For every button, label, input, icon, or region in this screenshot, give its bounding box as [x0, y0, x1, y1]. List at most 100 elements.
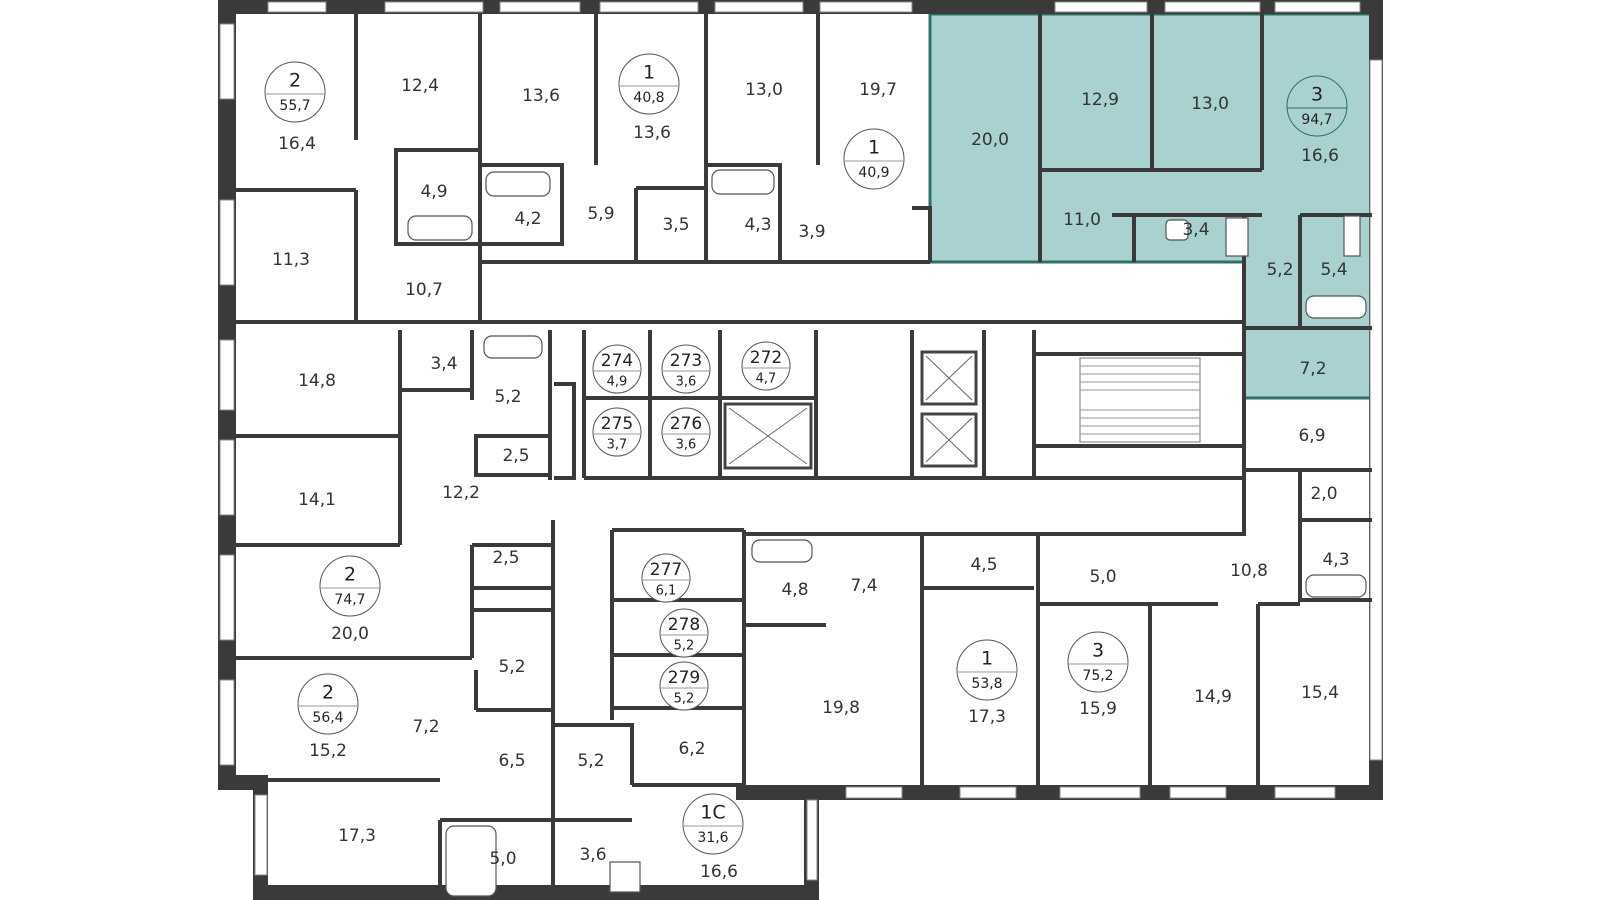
room-area-label: 16,4	[278, 134, 316, 154]
room-area-label: 13,0	[745, 80, 783, 100]
apartment-badge[interactable]: 2 56,4	[297, 673, 359, 735]
room-area-label: 6,9	[1298, 426, 1325, 446]
svg-text:40,9: 40,9	[858, 165, 889, 181]
room-area-label: 4,2	[514, 209, 541, 229]
svg-text:3: 3	[1092, 640, 1104, 662]
svg-text:275: 275	[601, 414, 633, 434]
room-area-label: 11,0	[1063, 210, 1101, 230]
room-area-label: 6,5	[498, 751, 525, 771]
room-area-label: 13,6	[522, 86, 560, 106]
apartment-badge[interactable]: 2 55,7	[264, 61, 326, 123]
svg-text:56,4: 56,4	[312, 710, 343, 726]
svg-text:272: 272	[750, 348, 782, 368]
room-area-label: 7,4	[850, 576, 877, 596]
svg-text:6,1: 6,1	[656, 584, 677, 599]
svg-text:74,7: 74,7	[334, 592, 365, 608]
apartment-badge[interactable]: 2 74,7	[319, 555, 381, 617]
svg-text:3,7: 3,7	[607, 438, 628, 453]
apartment-badge[interactable]: 1С 31,6	[682, 793, 744, 855]
room-area-label: 5,2	[494, 387, 521, 407]
svg-text:274: 274	[601, 351, 633, 371]
room-area-label: 13,6	[633, 123, 671, 143]
room-area-label: 5,2	[577, 751, 604, 771]
room-area-label: 2,0	[1310, 484, 1337, 504]
svg-text:3,6: 3,6	[676, 375, 697, 390]
room-area-label: 17,3	[338, 826, 376, 846]
room-area-label: 2,5	[502, 446, 529, 466]
svg-text:2: 2	[322, 682, 334, 704]
room-area-label: 12,9	[1081, 90, 1119, 110]
room-area-label: 7,2	[412, 717, 439, 737]
room-area-label: 5,9	[587, 204, 614, 224]
room-area-label: 3,6	[579, 845, 606, 865]
storage-badge[interactable]: 273 3,6	[661, 344, 711, 394]
room-area-label: 14,8	[298, 371, 336, 391]
room-area-label: 4,8	[781, 580, 808, 600]
svg-text:276: 276	[670, 414, 702, 434]
apartment-badge[interactable]: 3 75,2	[1067, 631, 1129, 693]
sanitary-fixtures	[407, 169, 1367, 897]
room-area-label: 5,4	[1320, 260, 1347, 280]
room-area-label: 14,9	[1194, 687, 1232, 707]
room-area-label: 3,4	[430, 354, 457, 374]
room-area-label: 4,9	[420, 182, 447, 202]
apartment-badge[interactable]: 1 40,9	[843, 128, 905, 190]
storage-badge[interactable]: 276 3,6	[661, 407, 711, 457]
room-area-label: 5,2	[1266, 260, 1293, 280]
room-area-label: 7,2	[1299, 359, 1326, 379]
storage-badge[interactable]: 272 4,7	[741, 341, 791, 391]
svg-text:40,8: 40,8	[633, 90, 664, 106]
svg-text:2: 2	[344, 564, 356, 586]
svg-text:3,6: 3,6	[676, 438, 697, 453]
room-area-label: 3,5	[662, 215, 689, 235]
storage-badge[interactable]: 274 4,9	[592, 344, 642, 394]
room-area-label: 6,2	[678, 739, 705, 759]
svg-text:55,7: 55,7	[279, 98, 310, 114]
apartment-badge[interactable]: 1 40,8	[618, 53, 680, 115]
room-area-label: 10,8	[1230, 561, 1268, 581]
room-area-label: 17,3	[968, 707, 1006, 727]
apartment-badge[interactable]: 1 53,8	[956, 639, 1018, 701]
svg-text:279: 279	[668, 668, 700, 688]
svg-text:5,2: 5,2	[674, 692, 695, 707]
storage-badge[interactable]: 278 5,2	[659, 608, 709, 658]
storage-badge[interactable]: 279 5,2	[659, 661, 709, 711]
room-area-label: 5,2	[498, 657, 525, 677]
room-area-label: 11,3	[272, 250, 310, 270]
svg-text:3: 3	[1311, 84, 1323, 106]
room-area-label: 3,9	[798, 222, 825, 242]
svg-text:278: 278	[668, 615, 700, 635]
outer-walls	[218, 0, 1383, 900]
room-area-label: 14,1	[298, 490, 336, 510]
svg-text:1: 1	[643, 62, 655, 84]
stair-core	[723, 350, 1201, 470]
storage-badge[interactable]: 275 3,7	[592, 407, 642, 457]
svg-text:2: 2	[289, 70, 301, 92]
room-area-label: 15,4	[1301, 683, 1339, 703]
storage-badge[interactable]: 277 6,1	[641, 553, 691, 603]
svg-text:53,8: 53,8	[971, 676, 1002, 692]
room-area-label: 20,0	[331, 624, 369, 644]
room-area-label: 19,7	[859, 80, 897, 100]
room-area-label: 2,5	[492, 548, 519, 568]
room-area-label: 15,2	[309, 741, 347, 761]
room-area-label: 5,0	[1089, 567, 1116, 587]
svg-text:75,2: 75,2	[1082, 668, 1113, 684]
svg-text:31,6: 31,6	[697, 830, 728, 846]
room-area-label: 3,4	[1182, 220, 1209, 240]
apartment-badges: 2 55,7 1 40,8 1 40,9 3 94,7 2 74,7	[264, 53, 1348, 855]
storage-badges: 274 4,9 273 3,6 272 4,7 275 3,7 276 3,6	[592, 341, 791, 711]
room-area-label: 10,7	[405, 280, 443, 300]
room-area-label: 16,6	[700, 862, 738, 882]
room-area-label: 5,0	[489, 849, 516, 869]
room-area-label: 19,8	[822, 698, 860, 718]
room-area-label: 4,5	[970, 555, 997, 575]
room-area-label: 13,0	[1191, 94, 1229, 114]
room-area-label: 15,9	[1079, 699, 1117, 719]
room-area-label: 16,6	[1301, 146, 1339, 166]
room-area-label: 20,0	[971, 130, 1009, 150]
svg-text:94,7: 94,7	[1301, 112, 1332, 128]
room-area-label: 4,3	[744, 215, 771, 235]
apartment-badge[interactable]: 3 94,7	[1286, 75, 1348, 137]
